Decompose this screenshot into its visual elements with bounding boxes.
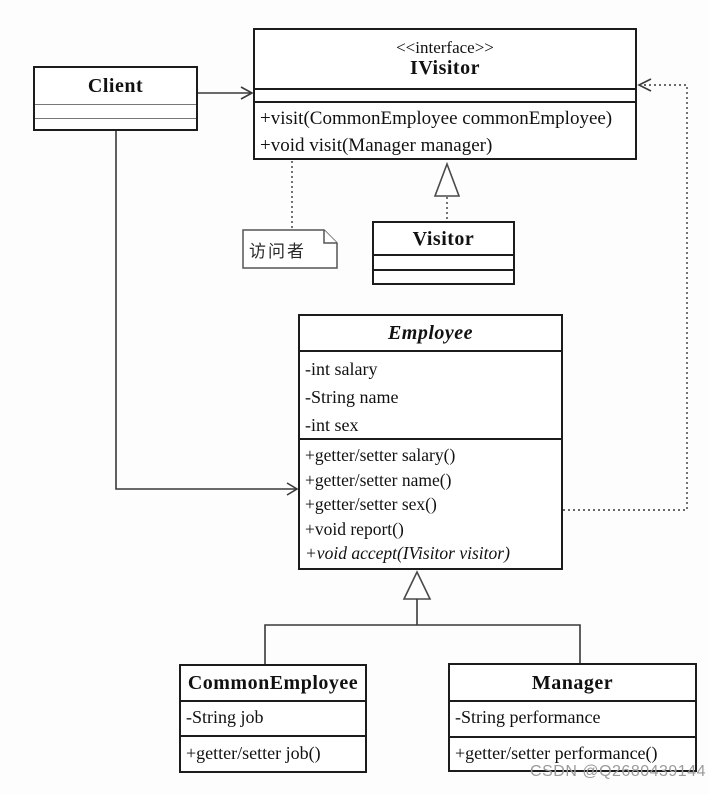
class-ivisitor: <<interface>> IVisitor +visit(CommonEmpl…	[253, 28, 637, 160]
association-client-employee	[115, 131, 299, 496]
attribute: -int sex	[305, 415, 359, 435]
attribute: -int salary	[305, 359, 378, 379]
method: +getter/setter name()	[305, 469, 452, 490]
attribute: -String job	[186, 707, 264, 727]
class-manager-attributes: -String performance	[450, 700, 695, 736]
method: +void report()	[305, 518, 404, 539]
class-ivisitor-methods: +visit(CommonEmployee commonEmployee) +v…	[255, 101, 635, 158]
class-employee-name: Employee	[387, 322, 474, 344]
attribute: -String performance	[455, 707, 601, 727]
association-client-ivisitor	[198, 86, 254, 100]
class-employee-attributes: -int salary -String name -int sex	[300, 350, 561, 438]
class-client: Client	[33, 66, 198, 131]
class-manager: Manager -String performance +getter/sett…	[448, 663, 697, 772]
class-manager-name: Manager	[531, 671, 614, 694]
class-common-employee: CommonEmployee -String job +getter/sette…	[179, 664, 367, 773]
class-ivisitor-header: <<interface>> IVisitor	[255, 30, 635, 88]
method: +visit(CommonEmployee commonEmployee)	[260, 108, 613, 129]
class-client-name: Client	[87, 75, 144, 97]
class-manager-methods: +getter/setter performance()	[450, 736, 695, 770]
class-client-methods-empty	[35, 118, 196, 129]
class-visitor-attributes-empty	[374, 254, 513, 269]
method: +getter/setter job()	[186, 743, 321, 763]
class-employee: Employee -int salary -String name -int s…	[298, 314, 563, 570]
class-ivisitor-name: IVisitor	[410, 57, 480, 80]
method: +getter/setter performance()	[455, 743, 658, 763]
class-visitor-name: Visitor	[412, 227, 475, 250]
realization-visitor-ivisitor	[433, 161, 461, 221]
csdn-watermark: CSDN @Q2680439144	[530, 763, 706, 780]
class-employee-methods: +getter/setter salary() +getter/setter n…	[300, 438, 561, 568]
class-common-employee-name: CommonEmployee	[187, 672, 359, 694]
generalization-employee-subclasses	[264, 570, 581, 664]
class-visitor-methods-empty	[374, 269, 513, 283]
class-client-attributes-empty	[35, 104, 196, 118]
class-ivisitor-stereotype: <<interface>>	[396, 37, 494, 57]
note-visitor-label: 访问者	[249, 242, 306, 261]
class-common-employee-attributes: -String job	[181, 700, 365, 735]
method: +void visit(Manager manager)	[260, 135, 493, 156]
attribute: -String name	[305, 387, 399, 407]
class-common-employee-methods: +getter/setter job()	[181, 735, 365, 771]
method-abstract: +void accept(IVisitor visitor)	[305, 543, 510, 563]
method: +getter/setter salary()	[305, 445, 456, 465]
method: +getter/setter sex()	[305, 494, 437, 514]
class-ivisitor-attributes-empty	[255, 88, 635, 101]
class-visitor: Visitor	[372, 221, 515, 285]
